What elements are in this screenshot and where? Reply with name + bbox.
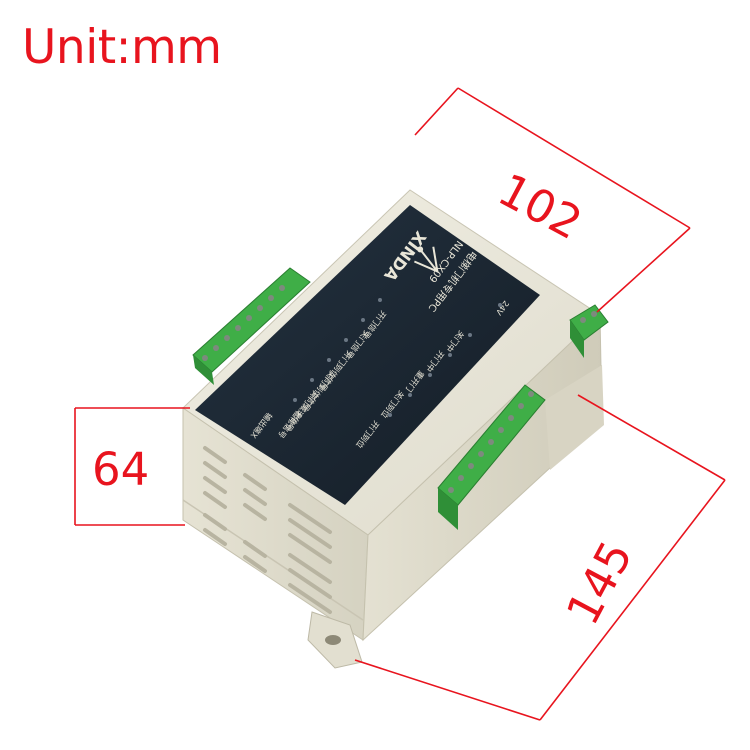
terminal-block-left bbox=[192, 267, 311, 385]
terminal-block-right-small bbox=[569, 304, 609, 358]
dimension-lines bbox=[74, 87, 726, 721]
terminal-block-right-large bbox=[437, 384, 546, 530]
dimension-length-label: 102 bbox=[490, 163, 591, 250]
unit-label: Unit:mm bbox=[22, 20, 222, 75]
label-panel: XINDA NLP-CX09 电梯门机专用PC 开门信号 关门信号 开门到位信号… bbox=[195, 205, 540, 505]
dimension-width-label: 145 bbox=[556, 532, 643, 633]
logo-icon bbox=[413, 246, 439, 274]
vent-slots bbox=[203, 446, 332, 614]
dimension-height-label: 64 bbox=[92, 443, 149, 496]
